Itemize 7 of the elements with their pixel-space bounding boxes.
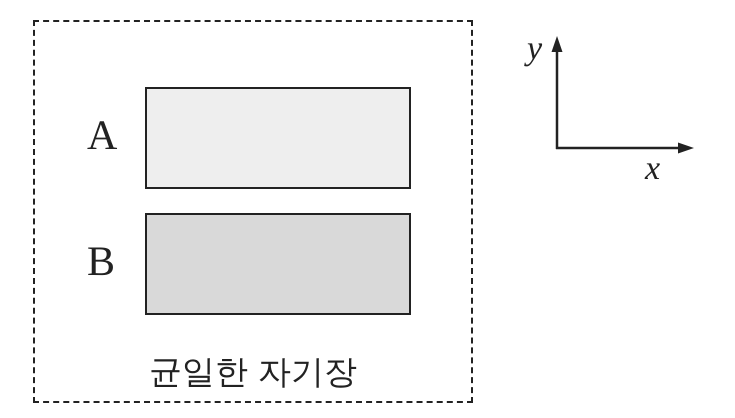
axis-label: x xyxy=(645,150,660,188)
plate-label: A xyxy=(87,113,118,159)
field-label: 균일한 자기장 xyxy=(148,352,358,392)
rectangle xyxy=(145,213,411,315)
plate-label: B xyxy=(87,239,116,285)
dashed-region xyxy=(33,20,473,403)
rectangle xyxy=(145,87,411,189)
